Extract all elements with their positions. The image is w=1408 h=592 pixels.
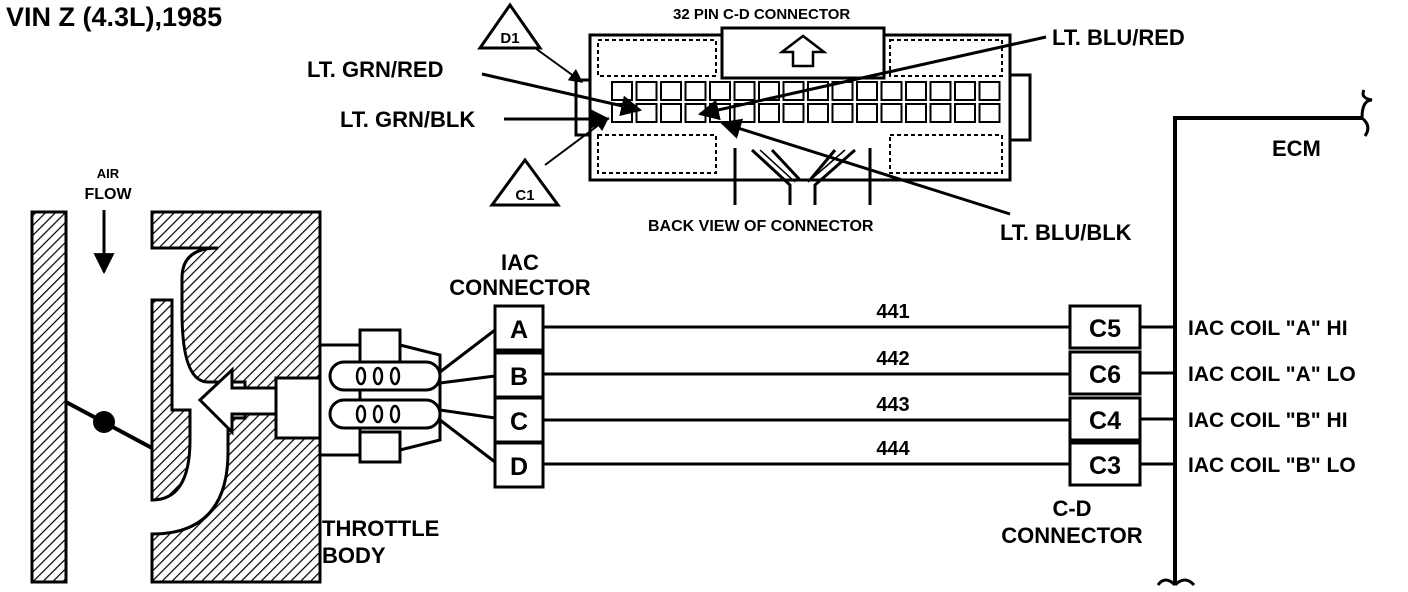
cd-pin-c3: C3 — [1068, 441, 1142, 487]
circuit-wire-443: 443 — [543, 394, 1070, 422]
connector-cavity — [782, 103, 805, 123]
svg-text:444: 444 — [876, 438, 910, 460]
wire-label-lt-blu-blk: LT. BLU/BLK — [1000, 220, 1132, 245]
circuit-wire-444: 444 — [543, 438, 1070, 466]
svg-text:B: B — [510, 363, 528, 391]
connector-view-label: BACK VIEW OF CONNECTOR — [648, 218, 874, 235]
connector-cavity — [905, 81, 927, 101]
svg-text:C: C — [510, 408, 528, 436]
ecm-label: ECM — [1272, 136, 1321, 161]
connector-cavity — [954, 81, 976, 101]
signal-label-a-lo: IAC COIL "A" LO — [1188, 363, 1356, 386]
connector-cavity — [733, 81, 756, 101]
connector-cavity — [660, 103, 682, 123]
connector-cavity — [856, 103, 878, 123]
svg-text:D1: D1 — [500, 30, 519, 47]
circuit-wire-442: 442 — [543, 348, 1070, 376]
callout-d1: D1 — [477, 2, 543, 50]
cd-pin-c5: C5 — [1068, 304, 1142, 350]
connector-cavity — [880, 81, 903, 101]
svg-text:C4: C4 — [1089, 407, 1121, 435]
connector-cavity — [929, 81, 952, 101]
iac-connector-label-1: IAC — [501, 250, 539, 275]
air-flow-label-2: FLOW — [84, 186, 132, 203]
connector-cavity — [684, 81, 707, 101]
connector-cavity — [635, 81, 658, 101]
wire-label-lt-grn-blk: LT. GRN/BLK — [340, 107, 475, 132]
wire-label-lt-blu-red: LT. BLU/RED — [1052, 25, 1185, 50]
svg-text:C6: C6 — [1089, 361, 1121, 389]
air-flow-label-1: AIR — [97, 166, 120, 181]
connector-cavity — [905, 103, 927, 123]
signal-label-b-lo: IAC COIL "B" LO — [1188, 454, 1356, 477]
svg-text:A: A — [510, 316, 528, 344]
svg-text:441: 441 — [876, 301, 909, 323]
connector-cavity — [954, 103, 976, 123]
ecm-boundary — [1156, 89, 1373, 587]
svg-text:443: 443 — [876, 394, 909, 416]
connector-cavity — [831, 103, 854, 123]
throttle-body-label-2: BODY — [322, 543, 386, 568]
cd-connector-label-2: CONNECTOR — [1001, 523, 1142, 548]
svg-text:D: D — [510, 453, 528, 481]
svg-text:C5: C5 — [1089, 315, 1121, 343]
iac-pin-a: A — [493, 304, 545, 352]
connector-cavity — [880, 103, 903, 123]
iac-connector-label-2: CONNECTOR — [449, 275, 590, 300]
signal-label-a-hi: IAC COIL "A" HI — [1188, 317, 1348, 340]
diagram-title: VIN Z (4.3L),1985 — [6, 2, 222, 32]
circuit-wire-441: 441 — [543, 301, 1070, 329]
cd-pin-c4: C4 — [1068, 396, 1142, 442]
wire-label-lt-grn-red: LT. GRN/RED — [307, 57, 443, 82]
connector-cavity — [929, 103, 952, 123]
connector-cavity — [635, 103, 658, 123]
iac-pin-d: D — [493, 441, 545, 489]
connector-cavity — [758, 103, 780, 123]
cd-connector-label-1: C-D — [1052, 496, 1091, 521]
svg-text:C1: C1 — [515, 187, 534, 204]
cd-pin-c6: C6 — [1068, 350, 1142, 396]
iac-plug — [318, 328, 496, 464]
connector-cavity — [709, 81, 731, 101]
connector-cavity — [611, 81, 633, 101]
connector-cavity — [978, 81, 1001, 101]
connector-title: 32 PIN C-D CONNECTOR — [673, 6, 850, 23]
callout-c1: C1 — [489, 157, 561, 207]
throttle-body — [30, 210, 322, 584]
svg-text:442: 442 — [876, 348, 909, 370]
svg-text:C3: C3 — [1089, 452, 1121, 480]
iac-pin-b: B — [493, 351, 545, 399]
connector-cavity — [856, 81, 878, 101]
iac-pin-c: C — [493, 396, 545, 444]
c-d-connector-back-view: 32 PIN C-D CONNECTOR BACK VIEW OF CONNEC… — [574, 6, 1032, 235]
signal-label-b-hi: IAC COIL "B" HI — [1188, 409, 1348, 432]
throttle-body-label-1: THROTTLE — [322, 516, 439, 541]
connector-cavities — [611, 81, 1001, 123]
connector-cavity — [660, 81, 682, 101]
connector-cavity — [807, 103, 829, 123]
connector-cavity — [978, 103, 1001, 123]
